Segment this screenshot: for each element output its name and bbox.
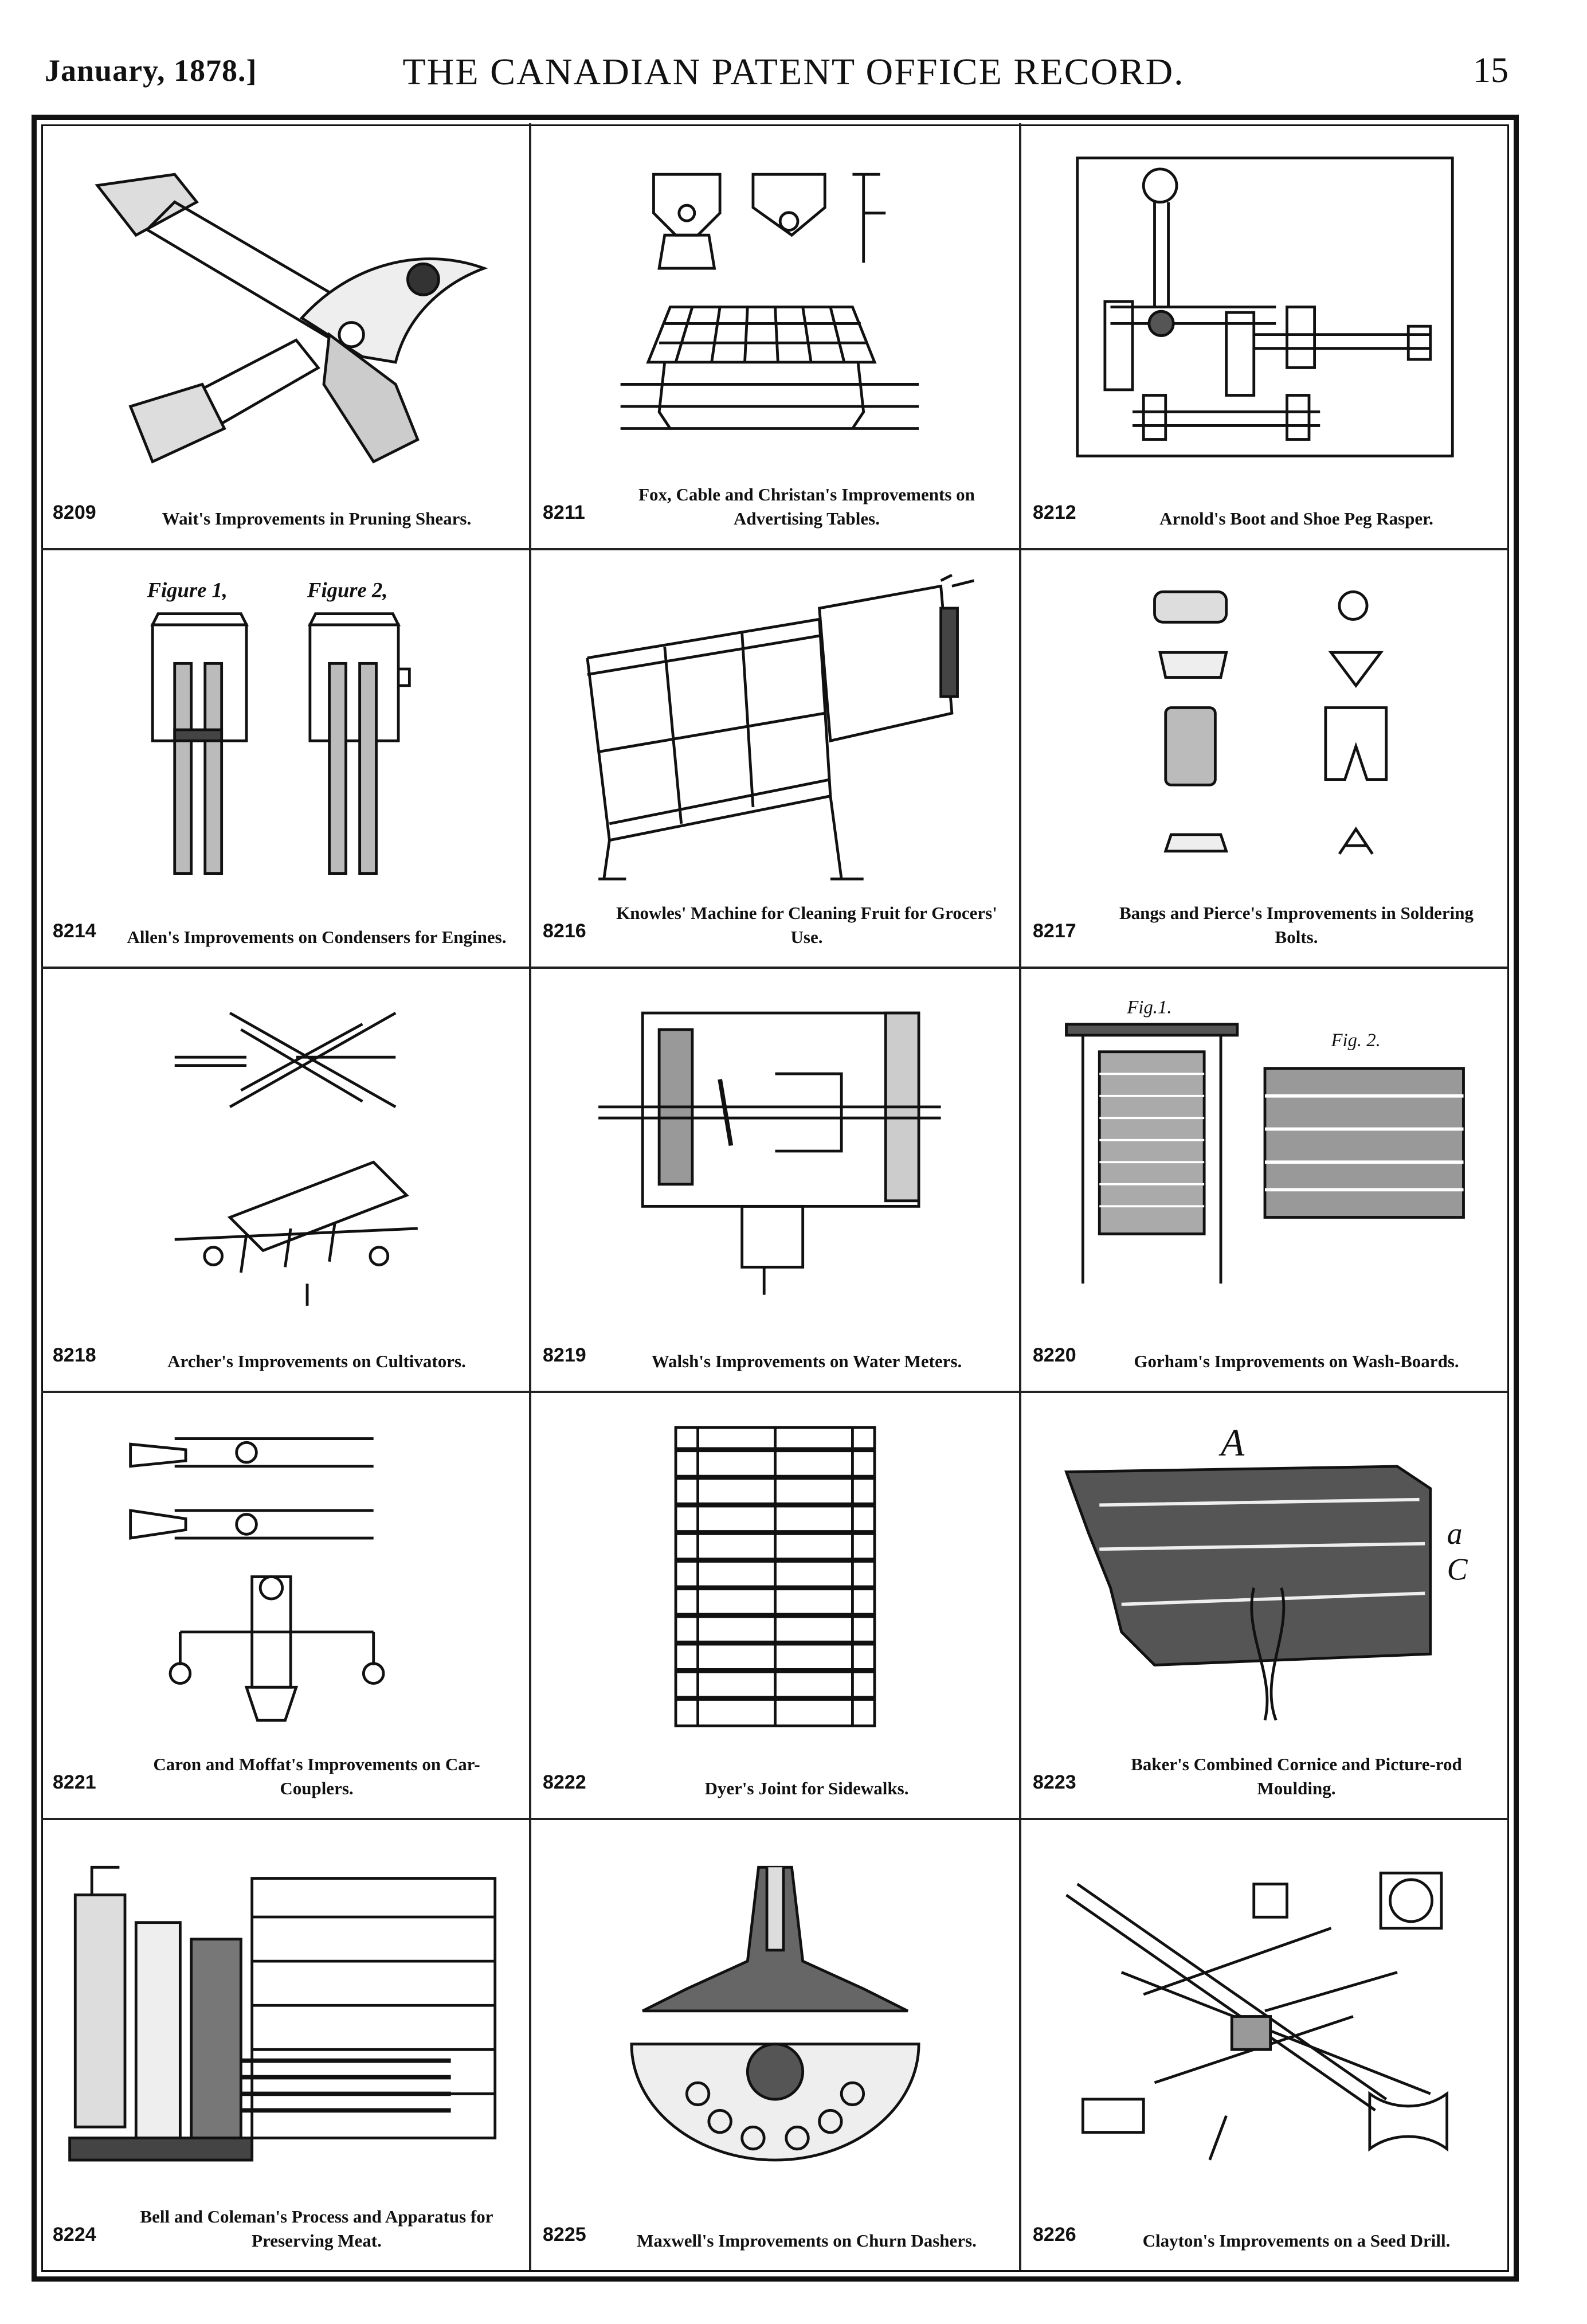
patent-cell-8226: 8226 Clayton's Improvements on a Seed Dr… [1021, 1820, 1508, 2270]
car-coupler-illustration [64, 1410, 506, 1743]
condenser-illustration: Figure 1, Figure 2, [64, 568, 506, 892]
patent-number: 8222 [543, 1771, 586, 1793]
figure-2-label: Figure 2, [307, 578, 387, 602]
patent-cell-8216: 8216 Knowles' Machine for Cleaning Fruit… [531, 550, 1021, 969]
moulding-label-small-a: a [1447, 1516, 1463, 1551]
patent-cell-8211: 8211 Fox, Cable and Christan's Improveme… [531, 123, 1021, 550]
patent-number: 8219 [543, 1344, 586, 1366]
patent-caption: Baker's Combined Cornice and Picture-rod… [1131, 1754, 1462, 1798]
figure-1-label: Fig.1. [1126, 997, 1171, 1018]
patent-caption: Fox, Cable and Christan's Improvements o… [638, 484, 975, 529]
patent-caption: Knowles' Machine for Cleaning Fruit for … [616, 903, 997, 947]
patent-cell-8222: 8222 Dyer's Joint for Sidewalks. [531, 1393, 1021, 1820]
cultivator-illustration [64, 986, 506, 1316]
cornice-moulding-illustration: A a C [1044, 1410, 1486, 1743]
patent-caption: Clayton's Improvements on a Seed Drill. [1142, 2231, 1451, 2251]
patent-number: 8209 [53, 502, 96, 523]
peg-rasper-illustration [1044, 140, 1486, 474]
patent-number: 8221 [53, 1771, 96, 1793]
figure-1-label: Figure 1, [147, 578, 228, 602]
patent-caption: Wait's Improvements in Pruning Shears. [162, 508, 472, 529]
patent-number: 8225 [543, 2224, 586, 2245]
patent-cell-8218: 8218 Archer's Improvements on Cultivator… [41, 969, 531, 1393]
advertising-table-illustration [554, 140, 996, 474]
patent-cell-8224: 8224 Bell and Coleman's Process and Appa… [41, 1820, 531, 2270]
patent-cell-8220: Fig.1. Fig. 2. 8220 Gorham's Improvement… [1021, 969, 1508, 1393]
pruning-shears-illustration [64, 140, 506, 474]
seed-drill-illustration [1044, 1837, 1486, 2196]
patent-number: 8217 [1033, 920, 1076, 942]
patent-caption: Allen's Improvements on Condensers for E… [127, 927, 507, 947]
patent-caption: Dyer's Joint for Sidewalks. [704, 1778, 909, 1798]
page-frame [32, 115, 1519, 2282]
patent-number: 8218 [53, 1344, 96, 1366]
patent-caption: Gorham's Improvements on Wash-Boards. [1134, 1351, 1459, 1371]
patent-caption: Arnold's Boot and Shoe Peg Rasper. [1159, 508, 1433, 529]
page-number: 15 [1473, 51, 1508, 90]
issue-date: January, 1878.] [45, 53, 257, 88]
patent-cell-8214: Figure 1, Figure 2, 8214 Allen's Improve… [41, 550, 531, 969]
patent-caption: Maxwell's Improvements on Churn Dashers. [637, 2231, 977, 2251]
water-meter-illustration [554, 986, 996, 1316]
patent-cell-8212: 8212 Arnold's Boot and Shoe Peg Rasper. [1021, 123, 1508, 550]
moulding-label-a: A [1218, 1421, 1245, 1464]
meat-preserving-apparatus-illustration [64, 1837, 506, 2196]
patent-caption: Walsh's Improvements on Water Meters. [651, 1351, 962, 1371]
page-header: January, 1878.] THE CANADIAN PATENT OFFI… [0, 0, 1587, 115]
patent-number: 8212 [1033, 502, 1076, 523]
patent-cell-8219: 8219 Walsh's Improvements on Water Meter… [531, 969, 1021, 1393]
publication-title: THE CANADIAN PATENT OFFICE RECORD. [402, 51, 1185, 93]
sidewalk-joint-illustration [554, 1410, 996, 1743]
soldering-bolt-illustration [1044, 568, 1486, 892]
patent-number: 8214 [53, 920, 96, 942]
patent-grid: 8209 Wait's Improvements in Pruning Shea… [41, 123, 1508, 2270]
patent-cell-8209: 8209 Wait's Improvements in Pruning Shea… [41, 123, 531, 550]
patent-number: 8211 [543, 502, 585, 523]
patent-number: 8223 [1033, 1771, 1076, 1793]
fruit-cleaning-machine-illustration [554, 568, 996, 892]
patent-caption: Archer's Improvements on Cultivators. [167, 1351, 466, 1371]
patent-caption: Bell and Coleman's Process and Apparatus… [140, 2206, 493, 2251]
patent-number: 8226 [1033, 2224, 1076, 2245]
wash-board-illustration: Fig.1. Fig. 2. [1044, 986, 1486, 1316]
patent-caption: Caron and Moffat's Improvements on Car-C… [153, 1754, 480, 1798]
patent-caption: Bangs and Pierce's Improvements in Solde… [1119, 903, 1474, 947]
patent-number: 8224 [53, 2224, 96, 2245]
moulding-label-c: C [1447, 1552, 1468, 1586]
figure-2-label: Fig. 2. [1331, 1030, 1381, 1051]
patent-cell-8225: 8225 Maxwell's Improvements on Churn Das… [531, 1820, 1021, 2270]
patent-cell-8221: 8221 Caron and Moffat's Improvements on … [41, 1393, 531, 1820]
patent-cell-8217: 8217 Bangs and Pierce's Improvements in … [1021, 550, 1508, 969]
patent-number: 8220 [1033, 1344, 1076, 1366]
patent-number: 8216 [543, 920, 586, 942]
patent-cell-8223: A a C 8223 Baker's Combined Cornice and … [1021, 1393, 1508, 1820]
churn-dasher-illustration [554, 1837, 996, 2196]
